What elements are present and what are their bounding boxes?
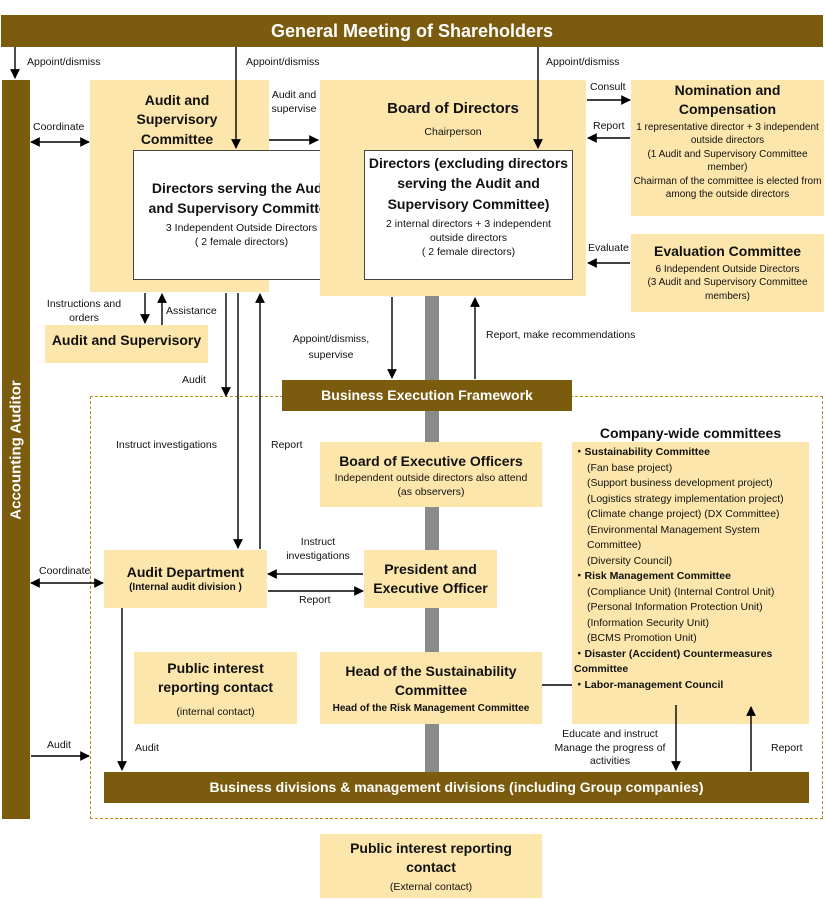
cw-list: ・Sustainability Committee (Fan base proje… <box>574 445 808 694</box>
cw-list-item: (Environmental Management System <box>587 523 760 536</box>
label-report-president: Report <box>299 594 331 606</box>
evaluation-title: Evaluation Committee <box>653 243 802 259</box>
label-report-nom: Report <box>593 120 625 132</box>
label-instructions: Instructions and orders <box>46 298 122 324</box>
label-report-audit: Report <box>271 439 303 451</box>
label-instruct-investigations-2: Instruct investigations <box>286 536 350 562</box>
president-title: President and Executive Officer <box>373 561 488 597</box>
nomination-line2: (1 Audit and Supervisory Committee membe… <box>647 148 808 174</box>
cw-list-item: (Logistics strategy implementation proje… <box>587 492 784 505</box>
beo-title: Board of Executive Officers <box>339 453 523 469</box>
cw-list-item: (Information Security Unit) <box>587 616 709 629</box>
directors-line2: ( 2 female directors) <box>421 246 516 259</box>
label-appoint-left: Appoint/dismiss <box>27 56 101 68</box>
evaluation-line1: 6 Independent Outside Directors <box>655 263 800 275</box>
accounting-auditor: Accounting Auditor <box>2 80 30 819</box>
label-appoint-mid: Appoint/dismiss <box>246 56 320 68</box>
evaluation-committee: Evaluation Committee 6 Independent Outsi… <box>631 234 824 312</box>
audit-dept-sub: (Internal audit division ) <box>129 581 242 593</box>
public-interest-internal-contact: Public interest reporting contact (inter… <box>134 652 297 724</box>
audit-dept-title: Audit Department <box>126 564 245 580</box>
audit-directors-title: Directors serving the Audit and Supervis… <box>148 180 335 217</box>
general-meeting-of-shareholders: General Meeting of Shareholders <box>1 15 823 47</box>
cw-list-item: ・Labor-management Council <box>574 678 724 691</box>
board-of-executive-officers: Board of Executive Officers Independent … <box>320 442 542 507</box>
nomination-line3: Chairman of the committee is elected fro… <box>633 175 822 201</box>
audit-committee-title: Audit and Supervisory Committee <box>136 92 218 147</box>
label-audit-supervise: Audit and supervise <box>271 89 317 115</box>
beo-line2: (as observers) <box>397 485 465 498</box>
label-assistance: Assistance <box>166 305 217 317</box>
bef-label: Business Execution Framework <box>321 387 533 403</box>
audit-directors-line1: 3 Independent Outside Directors <box>165 221 318 234</box>
cw-list-item: ・Risk Management Committee <box>574 570 731 583</box>
label-audit-small: Audit <box>182 374 206 386</box>
cw-list-item: Committee <box>574 663 629 676</box>
business-div-label: Business divisions & management division… <box>209 779 704 795</box>
public-internal-title: Public interest reporting contact <box>157 660 274 696</box>
label-coordinate-top: Coordinate <box>33 121 85 133</box>
label-educate: Educate and instruct Manage the progress… <box>554 728 666 768</box>
cw-list-item: (Diversity Council) <box>587 554 673 567</box>
cw-list-item: (Fan base project) <box>587 461 673 474</box>
business-execution-framework: Business Execution Framework <box>282 380 572 411</box>
label-consult: Consult <box>590 81 626 93</box>
public-external-sub: (External contact) <box>389 880 473 893</box>
head-sus-sub: Head of the Risk Management Committee <box>332 702 530 714</box>
label-evaluate: Evaluate <box>588 242 629 254</box>
president-executive-officer: President and Executive Officer <box>364 550 497 608</box>
head-sus-title: Head of the Sustainability Committee <box>345 663 517 699</box>
label-coordinate-bottom: Coordinate <box>39 565 91 577</box>
cw-list-item: (Personal Information Protection Unit) <box>587 601 763 614</box>
nomination-compensation-committee: Nomination and Compensation 1 representa… <box>631 80 824 216</box>
label-audit-left: Audit <box>47 739 71 751</box>
audit-directors-line2: ( 2 female directors) <box>194 235 289 248</box>
label-appoint-supervise: Appoint/dismiss, supervise <box>292 333 370 361</box>
label-instruct-investigations: Instruct investigations <box>116 439 217 451</box>
cw-title: Company-wide committees <box>572 424 809 442</box>
public-internal-sub: (internal contact) <box>176 705 255 718</box>
cw-list-item: ・Sustainability Committee <box>574 446 710 458</box>
audit-supervisory-staff: Audit and Supervisory <box>45 325 208 363</box>
beo-line1: Independent outside directors also atten… <box>334 471 528 484</box>
audit-directors-box: Directors serving the Audit and Supervis… <box>133 150 350 280</box>
label-report-recommend: Report, make recommendations <box>486 329 636 341</box>
cw-list-item: (Climate change project) (DX Committee) <box>587 508 780 521</box>
nomination-line1: 1 representative director + 3 independen… <box>636 121 819 147</box>
board-chairperson: Chairperson <box>424 126 482 138</box>
label-appoint-right: Appoint/dismiss <box>546 56 620 68</box>
nomination-title: Nomination and Compensation <box>674 82 781 118</box>
public-interest-external-contact: Public interest reporting contact (Exter… <box>320 834 542 898</box>
public-external-title: Public interest reporting contact <box>350 840 512 876</box>
audit-department: Audit Department (Internal audit divisio… <box>104 550 267 608</box>
label-audit-bd: Audit <box>135 742 159 754</box>
audit-staff-title: Audit and Supervisory <box>51 332 202 348</box>
head-of-sustainability-committee: Head of the Sustainability Committee Hea… <box>320 652 542 724</box>
board-title: Board of Directors <box>387 100 519 117</box>
evaluation-line2: (3 Audit and Supervisory Committee membe… <box>647 277 808 302</box>
label-report-cw: Report <box>771 742 803 754</box>
business-divisions: Business divisions & management division… <box>104 772 809 803</box>
company-wide-committees: Company-wide committees ・Sustainability … <box>572 424 809 724</box>
directors-line1: 2 internal directors + 3 independent out… <box>386 217 551 245</box>
cw-list-item: (Support business development project) <box>587 477 773 490</box>
cw-list-item: Committee) <box>587 539 642 552</box>
shareholders-label: General Meeting of Shareholders <box>270 21 554 41</box>
cw-list-item: (BCMS Promotion Unit) <box>587 632 697 645</box>
cw-list-item: ・Disaster (Accident) Countermeasures <box>574 647 773 660</box>
cw-list-item: (Compliance Unit) (Internal Control Unit… <box>587 585 775 598</box>
directors-box: Directors (excluding directors serving t… <box>364 150 573 280</box>
directors-title: Directors (excluding directors serving t… <box>368 155 569 212</box>
